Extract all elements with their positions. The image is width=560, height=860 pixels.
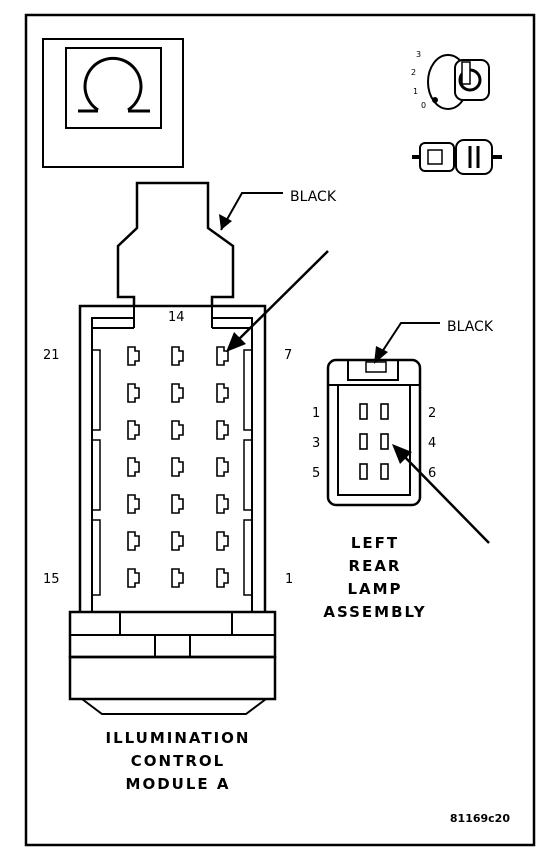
lamp-pin-1: 1 [312, 406, 320, 421]
module-terminal [171, 457, 184, 477]
lamp-pin-3: 3 [312, 436, 320, 451]
lamp-pin-5: 5 [312, 466, 320, 481]
module-connector [68, 181, 277, 715]
module-terminal [216, 383, 229, 403]
module-caption-line-2: CONTROL [131, 752, 225, 770]
lamp-wire-color: BLACK [447, 319, 494, 335]
connector-plug-icon [412, 139, 502, 175]
module-terminal [216, 568, 229, 588]
module-terminal [127, 457, 140, 477]
lamp-wire-callout [374, 322, 440, 364]
module-terminal [127, 494, 140, 514]
module-terminal [127, 568, 140, 588]
module-terminal [216, 420, 229, 440]
lamp-caption-line-2: REAR [349, 557, 402, 575]
lamp-terminal [359, 403, 368, 420]
module-terminal [216, 531, 229, 551]
lamp-caption-line-3: LAMP [347, 580, 402, 598]
module-pin-7: 7 [284, 348, 292, 363]
module-caption-line-3: MODULE A [126, 775, 231, 793]
module-terminal [216, 346, 229, 366]
module-terminal [127, 531, 140, 551]
lamp-caption-line-4: ASSEMBLY [323, 603, 426, 621]
module-pin-21: 21 [43, 348, 60, 363]
module-terminal [127, 383, 140, 403]
lamp-terminal [359, 463, 368, 480]
module-terminal [171, 346, 184, 366]
outer-frame [24, 13, 536, 847]
omega-symbol-icon [42, 38, 184, 168]
module-pin-1: 1 [285, 572, 293, 587]
lamp-terminal [359, 433, 368, 450]
lamp-terminal [380, 463, 389, 480]
svg-text:1: 1 [413, 87, 418, 96]
figure-code: 81169c20 [450, 812, 510, 825]
lamp-terminal [380, 433, 389, 450]
module-terminal [216, 494, 229, 514]
module-terminal [127, 346, 140, 366]
module-caption-line-1: ILLUMINATION [106, 729, 251, 747]
module-pin-15: 15 [43, 572, 60, 587]
module-pin-14: 14 [168, 310, 185, 325]
lamp-connector [326, 358, 422, 507]
module-terminal [127, 420, 140, 440]
svg-text:0: 0 [421, 101, 426, 110]
module-terminal [216, 457, 229, 477]
svg-text:2: 2 [411, 68, 416, 77]
svg-text:3: 3 [416, 50, 421, 59]
lamp-pin-grid [359, 403, 389, 480]
ignition-key-icon: 3 2 1 0 [411, 50, 490, 110]
lamp-pin-pointer [392, 444, 490, 544]
lamp-pin-6: 6 [428, 466, 436, 481]
module-terminal [171, 383, 184, 403]
module-terminal [171, 568, 184, 588]
module-wire-color: BLACK [290, 189, 337, 205]
lamp-pin-4: 4 [428, 436, 436, 451]
module-terminal [171, 420, 184, 440]
module-terminal [171, 494, 184, 514]
module-wire-callout [219, 192, 283, 231]
module-terminal [171, 531, 184, 551]
lamp-pin-2: 2 [428, 406, 436, 421]
lamp-caption-line-1: LEFT [351, 534, 399, 552]
module-pin-pointer [226, 250, 329, 352]
lamp-terminal [380, 403, 389, 420]
module-pin-grid [127, 346, 229, 588]
